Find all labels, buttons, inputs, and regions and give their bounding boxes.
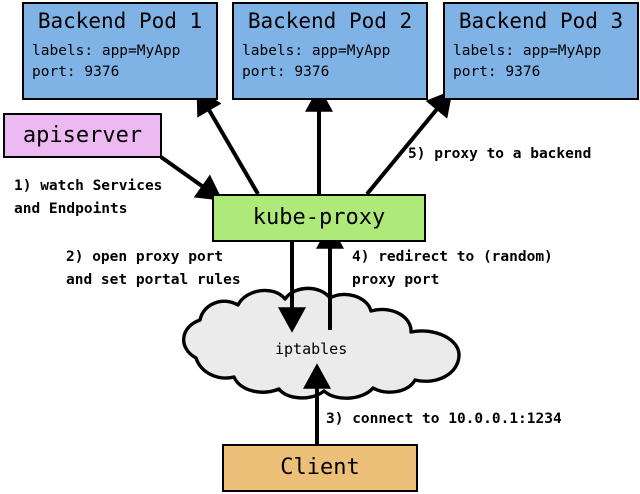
node-apiserver[interactable]: apiserver [3, 113, 162, 158]
pod-1-port: port: 9376 [32, 64, 120, 80]
step-3: 3) connect to 10.0.0.1:1234 [326, 411, 562, 427]
pod-2-port: port: 9376 [242, 64, 330, 80]
kube-proxy-label: kube-proxy [252, 205, 386, 230]
step-4-line-1: 4) redirect to (random) [352, 249, 553, 265]
pod-2-labels: labels: app=MyApp [242, 43, 391, 59]
node-client[interactable]: Client [222, 444, 418, 492]
step-2-line-2: and set portal rules [66, 272, 241, 288]
apiserver-label: apiserver [22, 122, 143, 148]
client-label: Client [280, 455, 360, 480]
pod-2-title: Backend Pod 2 [247, 9, 413, 33]
pod-3-labels: labels: app=MyApp [453, 43, 602, 59]
node-backend-pod-3[interactable]: Backend Pod 3 labels: app=MyApp port: 93… [443, 2, 639, 100]
step-1-line-2: and Endpoints [14, 201, 128, 217]
iptables-label: iptables [275, 340, 348, 358]
step-4-line-2: proxy port [352, 272, 440, 288]
step-2-line-1: 2) open proxy port [66, 249, 224, 265]
pod-1-labels: labels: app=MyApp [32, 43, 181, 59]
arrow-apiserver-to-kubeproxy [159, 155, 223, 201]
pod-3-title: Backend Pod 3 [458, 9, 624, 33]
node-kube-proxy[interactable]: kube-proxy [212, 194, 426, 242]
step-1-line-1: 1) watch Services [14, 178, 163, 194]
pod-1-title: Backend Pod 1 [37, 9, 203, 33]
pod-3-port: port: 9376 [453, 64, 541, 80]
arrow-kubeproxy-to-pod1 [196, 88, 260, 196]
node-backend-pod-1[interactable]: Backend Pod 1 labels: app=MyApp port: 93… [22, 2, 218, 100]
node-backend-pod-2[interactable]: Backend Pod 2 labels: app=MyApp port: 93… [232, 2, 428, 100]
step-5: 5) proxy to a backend [408, 146, 592, 162]
